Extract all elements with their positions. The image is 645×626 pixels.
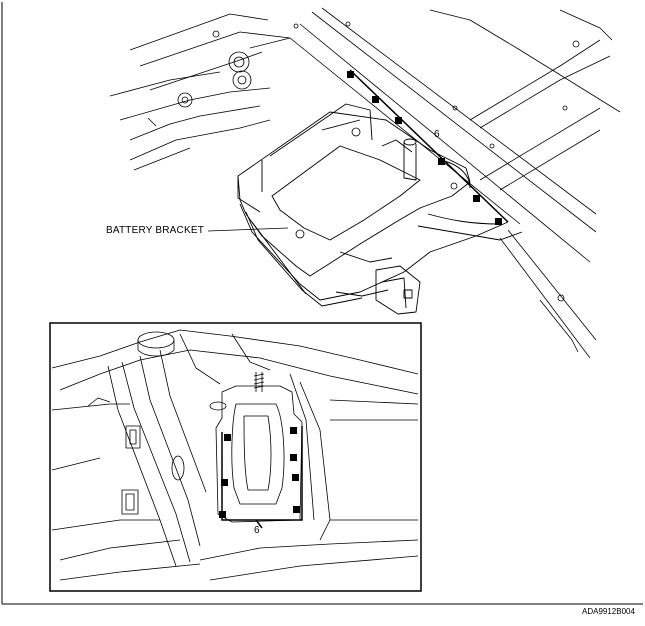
weld-count-label-top: 6 — [434, 129, 440, 140]
spot-weld-markers-inset — [219, 427, 300, 518]
inset-frame — [49, 322, 422, 592]
weld-bracket-line-inset — [221, 426, 303, 529]
spot-weld-marker — [293, 506, 300, 513]
spot-weld-marker — [224, 434, 231, 441]
spot-weld-marker — [290, 427, 297, 434]
spot-weld-marker — [473, 195, 480, 202]
battery-bracket-leader — [207, 227, 289, 232]
battery-bracket-label: BATTERY BRACKET — [106, 225, 205, 236]
spot-weld-marker — [290, 454, 297, 461]
spot-weld-marker — [292, 474, 299, 481]
spot-weld-marker — [395, 117, 402, 124]
spot-weld-marker — [438, 158, 445, 165]
spot-weld-markers-top — [347, 71, 502, 225]
body-structure-lines — [109, 7, 621, 359]
outer-frame — [1, 2, 643, 605]
spot-weld-marker — [219, 511, 226, 518]
reference-code: ADA9912B004 — [582, 607, 635, 616]
spot-weld-marker — [347, 71, 354, 78]
inset-body-lines — [51, 329, 419, 581]
weld-bracket-line-top — [349, 69, 509, 223]
battery-bracket-shape — [237, 103, 523, 315]
spot-weld-marker — [372, 96, 379, 103]
spot-weld-marker — [495, 218, 502, 225]
spot-weld-marker — [221, 479, 228, 486]
weld-count-label-inset: 6 — [254, 525, 260, 536]
